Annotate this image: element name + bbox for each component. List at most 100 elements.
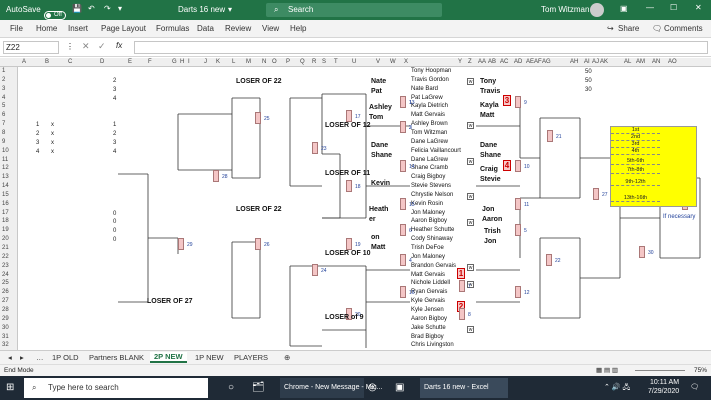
search-box[interactable]: ⌕ Search [266, 3, 442, 17]
player-name[interactable]: Shane Cramb [411, 165, 449, 172]
column-header[interactable]: U [352, 59, 357, 65]
win-box[interactable]: w [467, 122, 474, 130]
row-header[interactable]: 10 [2, 147, 9, 154]
game-box[interactable] [178, 238, 184, 250]
comments-button[interactable]: Comments [664, 24, 703, 33]
row-header[interactable]: 20 [2, 236, 9, 243]
row-header[interactable]: 31 [2, 333, 9, 340]
row-header[interactable]: 15 [2, 191, 9, 198]
zoom-slider[interactable] [635, 370, 685, 371]
customize-qat-icon[interactable]: ▾ [118, 4, 123, 13]
formula-input[interactable] [134, 41, 708, 54]
game-box[interactable] [400, 160, 406, 172]
row-header[interactable]: 23 [2, 262, 9, 269]
game-box[interactable] [459, 308, 465, 320]
zoom-level[interactable]: 75% [694, 367, 708, 374]
column-header[interactable]: Q [300, 59, 305, 65]
game-box[interactable] [515, 198, 521, 210]
user-name[interactable]: Tom Witzman [541, 5, 590, 14]
game-box[interactable] [400, 286, 406, 298]
column-header[interactable]: AI [584, 59, 590, 65]
player-name[interactable]: Matt Gervais [411, 112, 446, 119]
ribbon-display-icon[interactable]: ▣ [620, 4, 628, 13]
player-name[interactable]: Nichole Liddell [411, 280, 451, 287]
scroll-left-icon[interactable]: ◂ [8, 353, 12, 362]
player-name[interactable]: Chris Livingston [411, 342, 454, 349]
column-header[interactable]: P [286, 59, 291, 65]
game-box[interactable] [546, 254, 552, 266]
game-box[interactable] [346, 110, 352, 122]
game-box[interactable] [400, 254, 406, 266]
game-box[interactable] [400, 121, 406, 133]
column-header[interactable]: AO [668, 59, 677, 65]
player-name[interactable]: Jon Maloney [411, 253, 446, 260]
file-explorer-icon[interactable]: 🗂 [252, 382, 265, 393]
autosave-toggle[interactable]: Off [44, 10, 66, 20]
view-icons[interactable]: ▦ ▤ ▥ [596, 367, 619, 374]
tab-view[interactable]: View [262, 24, 280, 33]
column-header[interactable]: N [262, 59, 267, 65]
game-box[interactable] [400, 198, 406, 210]
column-header[interactable]: W [390, 59, 396, 65]
row-header[interactable]: 28 [2, 306, 9, 313]
row-header[interactable]: 11 [2, 156, 9, 163]
player-name[interactable]: Trish DeFoe [411, 245, 444, 251]
clock-time[interactable]: 10:11 AM [650, 379, 680, 386]
game-box[interactable] [255, 112, 261, 124]
taskbar-app-excel[interactable]: Darts 16 new - Excel [420, 378, 508, 398]
add-sheet-icon[interactable]: ⊕ [284, 353, 291, 362]
player-name[interactable]: Heather Schutte [411, 227, 455, 234]
windows-start-icon[interactable]: ⊞ [6, 382, 15, 393]
row-header[interactable]: 16 [2, 200, 9, 207]
column-header[interactable]: J [204, 59, 207, 65]
sheet-tab-players[interactable]: PLAYERS [234, 353, 269, 362]
column-header[interactable]: G [172, 59, 177, 65]
column-header[interactable]: AC [500, 59, 509, 65]
column-header[interactable]: AN [652, 59, 661, 65]
win-box[interactable]: w [467, 263, 474, 271]
column-header[interactable]: AH [570, 59, 579, 65]
row-header[interactable]: 4 [2, 94, 6, 101]
player-name[interactable]: Kevin Rosin [411, 200, 444, 207]
column-header[interactable]: A [22, 59, 27, 65]
sheet-tab-1p-old[interactable]: 1P OLD [52, 353, 79, 362]
game-box[interactable] [515, 286, 521, 298]
column-header[interactable]: I [188, 59, 190, 65]
row-header[interactable]: 17 [2, 209, 9, 216]
row-header[interactable]: 7 [2, 121, 6, 128]
column-header[interactable]: V [376, 59, 381, 65]
game-box[interactable] [346, 308, 352, 320]
column-header[interactable]: K [216, 59, 221, 65]
row-header[interactable]: 27 [2, 298, 9, 305]
tab-insert[interactable]: Insert [68, 24, 89, 33]
column-header[interactable]: AL [624, 59, 632, 65]
player-name[interactable]: Travis Gordon [411, 76, 449, 83]
row-header[interactable]: 14 [2, 183, 9, 190]
scroll-right-icon[interactable]: ▸ [20, 353, 24, 362]
taskbar-search[interactable]: ⌕ Type here to search [24, 378, 208, 398]
column-header[interactable]: T [334, 59, 338, 65]
game-box[interactable] [639, 246, 645, 258]
player-name[interactable]: Nate Bard [411, 85, 439, 92]
tab-file[interactable]: File [10, 24, 23, 33]
column-header[interactable]: Y [458, 59, 463, 65]
row-header[interactable]: 12 [2, 165, 9, 172]
player-name[interactable]: Dane LaGrew [411, 138, 449, 145]
row-header[interactable]: 30 [2, 324, 9, 331]
game-box[interactable] [593, 188, 599, 200]
sheet-tab-2p-new[interactable]: 2P NEW [150, 352, 187, 363]
game-box[interactable] [255, 238, 261, 250]
win-box[interactable]: w [467, 219, 474, 227]
sheet-tab-partners-blank[interactable]: Partners BLANK [89, 353, 145, 362]
maximize-icon[interactable]: ☐ [670, 3, 678, 12]
column-header[interactable]: AB [488, 59, 497, 65]
column-header[interactable]: H [180, 59, 185, 65]
player-name[interactable]: Tony Hoopman [411, 68, 452, 74]
player-name[interactable]: Kyle Jensen [411, 306, 444, 313]
player-name[interactable]: Ashley Brown [411, 121, 448, 128]
column-header[interactable]: E [128, 59, 133, 65]
row-header[interactable]: 5 [2, 103, 6, 110]
column-header[interactable]: AD [514, 59, 523, 65]
win-box[interactable]: w [467, 325, 474, 333]
